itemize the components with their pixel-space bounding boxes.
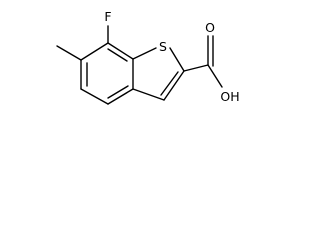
bond-c2-c3 (163, 70, 185, 101)
atom-label-sulfur: S (159, 39, 167, 54)
bond-c7a-c7 (107, 42, 134, 60)
bond-c7a-c7-inner (107, 48, 128, 62)
atom-label-hydroxyl: OH (220, 89, 239, 104)
bond-c2-c3-inner (160, 71, 179, 96)
bond-c3-c3a (132, 88, 165, 101)
bond-c2-carboxyl (183, 64, 209, 72)
structure-diagram: F S O OH (56, 9, 240, 105)
bond-c4-c3a-inner (107, 85, 129, 99)
benzene-ring (80, 42, 134, 105)
bond-carboxyl-c-oh (207, 64, 223, 88)
bond-c7a-s1 (132, 47, 157, 60)
bond-c5-c4 (80, 88, 109, 105)
bond-c7-c6 (80, 42, 109, 61)
bond-c6-methyl (56, 45, 82, 61)
thiophene-ring (132, 47, 185, 101)
bond-c4-c3a (107, 88, 134, 105)
atom-label-carbonyl-oxygen: O (205, 20, 215, 35)
bond-s1-c2 (169, 47, 185, 72)
atom-label-fluorine: F (104, 9, 111, 24)
substituent-bonds (56, 25, 223, 88)
